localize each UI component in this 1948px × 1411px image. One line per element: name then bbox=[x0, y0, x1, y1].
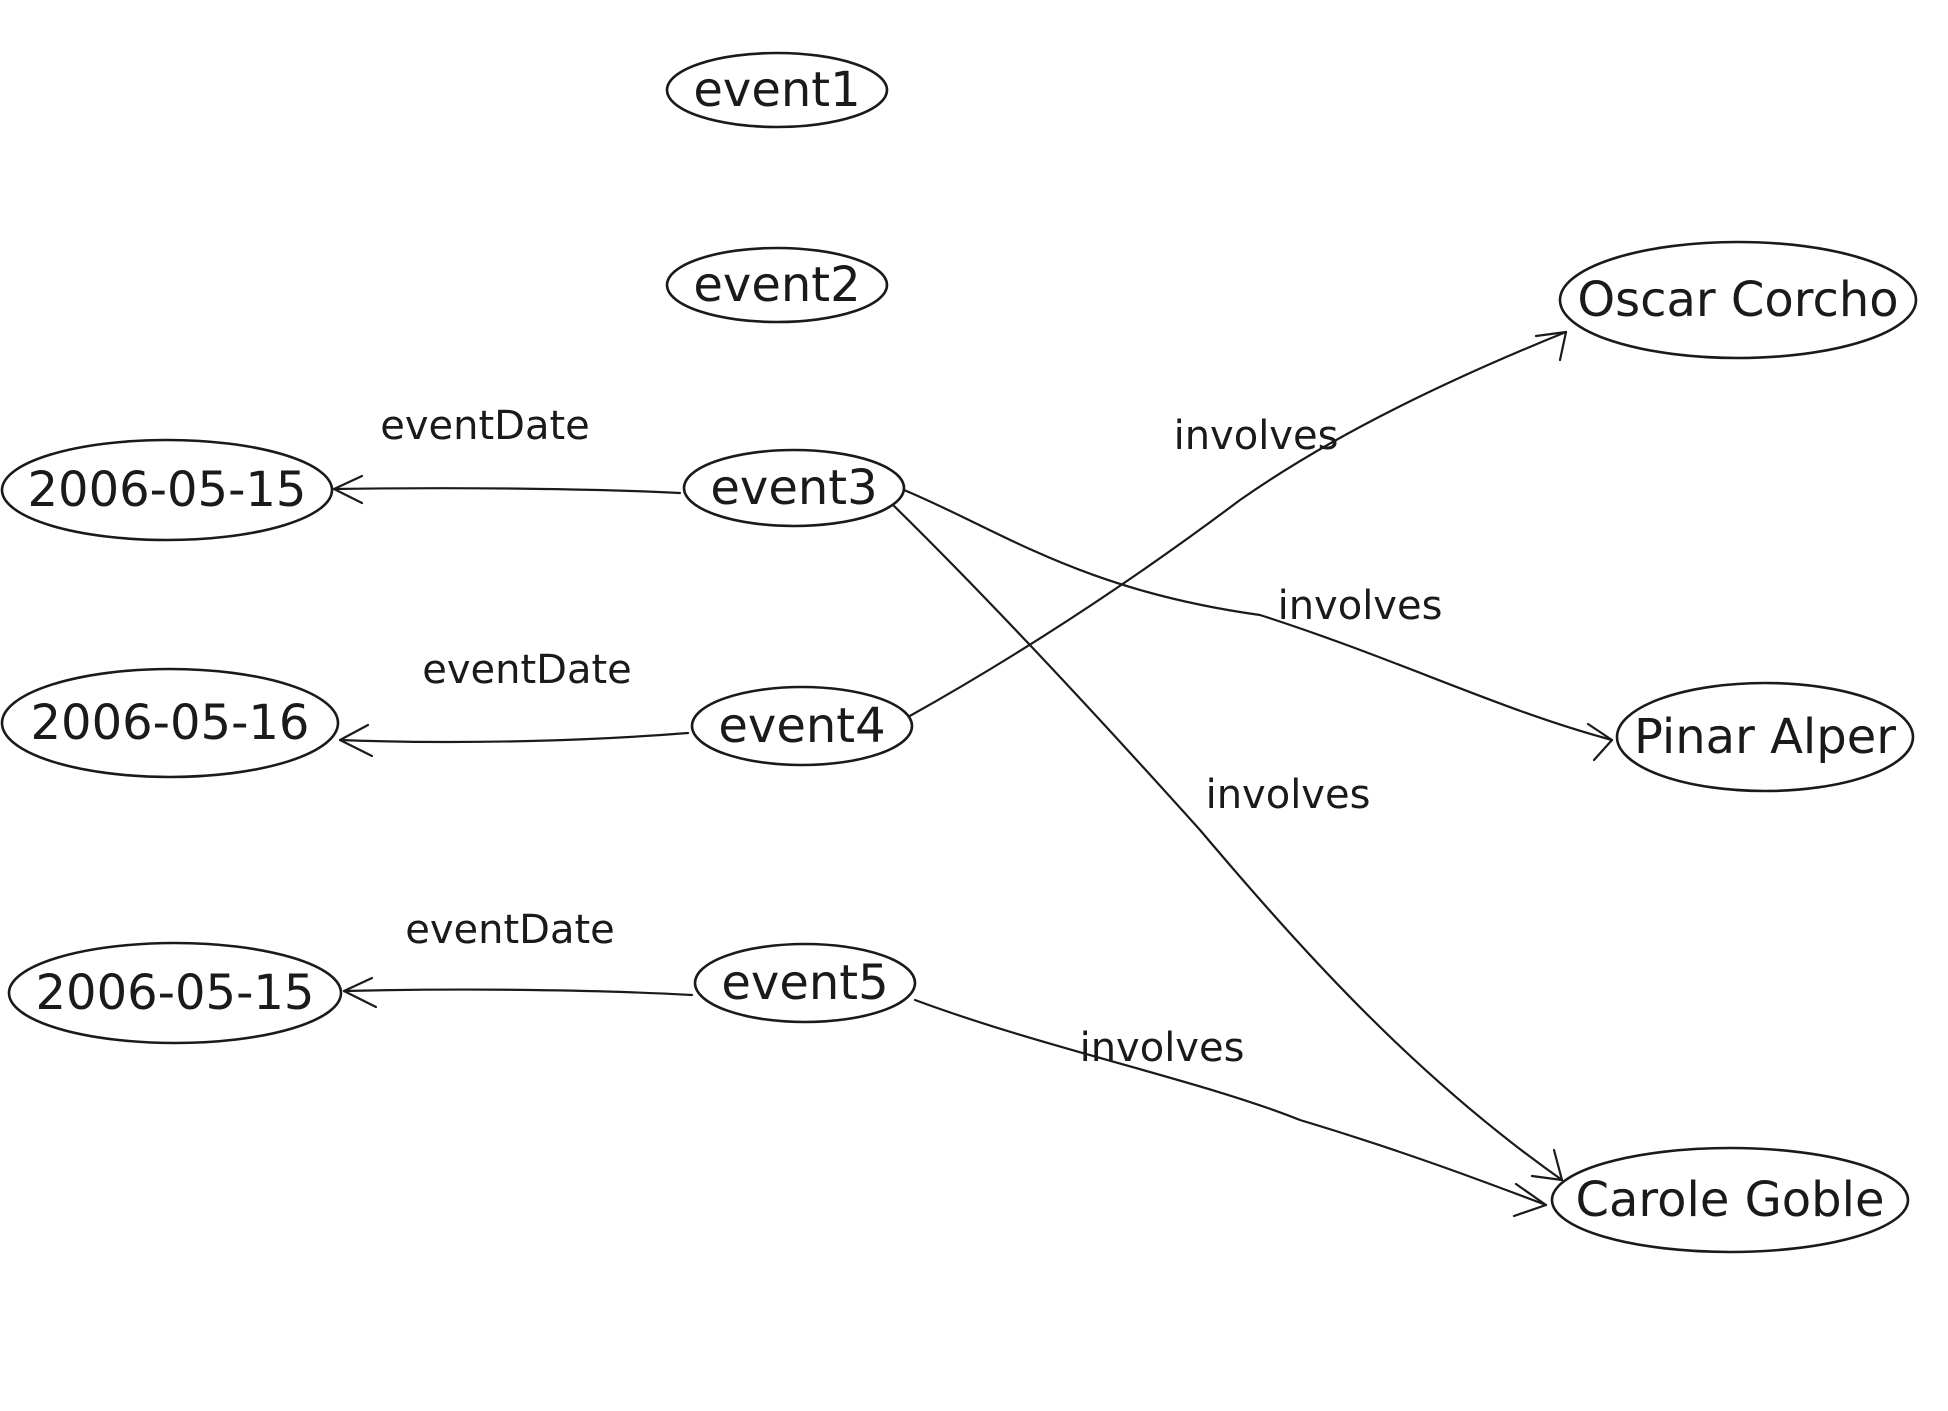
node-date-2006-05-15-a: 2006-05-15 bbox=[0, 438, 334, 542]
node-date-a-label: 2006-05-15 bbox=[28, 462, 307, 518]
node-event3: event3 bbox=[682, 448, 906, 528]
edge-event5-eventdate bbox=[342, 976, 694, 1009]
node-pinar-alper: Pinar Alper bbox=[1615, 681, 1915, 793]
node-event5-label: event5 bbox=[721, 955, 888, 1011]
node-date-b-label: 2006-05-16 bbox=[31, 695, 310, 751]
edge-label-event5-involves-carole: involves bbox=[1080, 1025, 1245, 1071]
node-event5: event5 bbox=[693, 942, 917, 1024]
edge-label-event4-involves-oscar: involves bbox=[1174, 413, 1339, 459]
node-carole-label: Carole Goble bbox=[1576, 1172, 1885, 1228]
node-oscar-label: Oscar Corcho bbox=[1577, 272, 1898, 328]
edge-event5-involves-carole bbox=[913, 998, 1548, 1218]
node-event3-label: event3 bbox=[710, 460, 877, 516]
edge-label-event5-eventdate: eventDate bbox=[405, 907, 615, 953]
node-event2-label: event2 bbox=[693, 257, 860, 313]
edge-label-event3-eventdate: eventDate bbox=[380, 403, 590, 449]
node-date-2006-05-16: 2006-05-16 bbox=[0, 667, 340, 779]
node-event2: event2 bbox=[665, 246, 889, 324]
edge-label-event3-involves-pinar: involves bbox=[1278, 583, 1443, 629]
edge-label-event4-eventdate: eventDate bbox=[422, 647, 632, 693]
node-event1: event1 bbox=[665, 51, 889, 129]
node-event1-label: event1 bbox=[693, 62, 860, 118]
edge-event4-involves-oscar bbox=[906, 330, 1568, 719]
node-date-c-label: 2006-05-15 bbox=[36, 965, 315, 1021]
node-carole-goble: Carole Goble bbox=[1550, 1146, 1910, 1254]
edge-event4-eventdate bbox=[338, 723, 690, 758]
node-date-2006-05-15-b: 2006-05-15 bbox=[7, 941, 343, 1045]
node-event4: event4 bbox=[690, 685, 914, 767]
edge-label-event3-involves-carole: involves bbox=[1206, 772, 1371, 818]
node-event4-label: event4 bbox=[718, 698, 885, 754]
node-oscar-corcho: Oscar Corcho bbox=[1558, 240, 1918, 360]
node-pinar-label: Pinar Alper bbox=[1634, 709, 1896, 765]
edge-event3-involves-pinar bbox=[902, 488, 1614, 762]
edge-event3-involves-carole bbox=[888, 500, 1564, 1182]
edge-event3-eventdate bbox=[332, 474, 682, 505]
